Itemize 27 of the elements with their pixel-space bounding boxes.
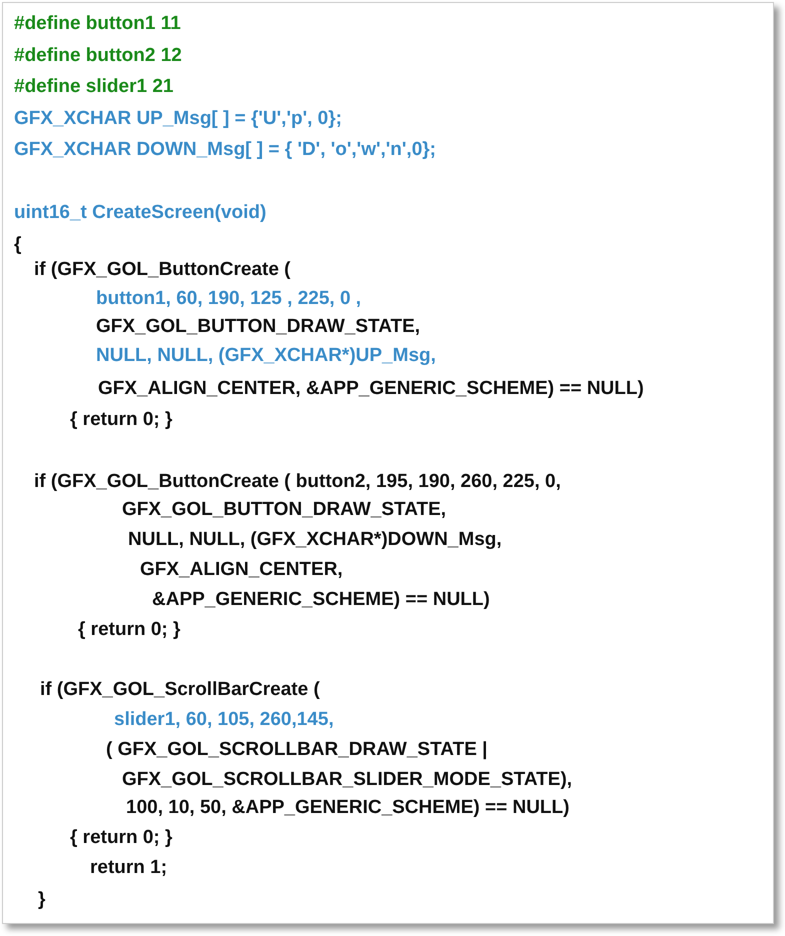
code-line: GFX_XCHAR UP_Msg[ ] = {'U','p', 0}; [14, 107, 342, 131]
code-line: #define button1 11 [14, 12, 181, 36]
code-line: return 1; [90, 856, 168, 880]
code-line: 100, 10, 50, &APP_GENERIC_SCHEME) == NULL) [126, 796, 570, 820]
code-line: ( GFX_GOL_SCROLLBAR_DRAW_STATE | [106, 738, 488, 762]
code-line: GFX_GOL_BUTTON_DRAW_STATE, [96, 315, 420, 339]
code-line: button1, 60, 190, 125 , 225, 0 , [96, 287, 362, 311]
code-line: NULL, NULL, (GFX_XCHAR*)DOWN_Msg, [128, 528, 502, 552]
code-line: if (GFX_GOL_ButtonCreate ( button2, 195, 190, 260, 225, 0, [34, 470, 561, 494]
code-line: if (GFX_GOL_ScrollBarCreate ( [40, 678, 320, 702]
code-line: if (GFX_GOL_ButtonCreate ( [34, 258, 291, 282]
code-line: slider1, 60, 105, 260,145, [114, 708, 334, 732]
code-line: GFX_ALIGN_CENTER, &APP_GENERIC_SCHEME) == NULL) [98, 377, 644, 401]
code-line: GFX_GOL_BUTTON_DRAW_STATE, [122, 498, 446, 522]
code-line: { [14, 233, 22, 257]
code-line: &APP_GENERIC_SCHEME) == NULL) [152, 588, 490, 612]
code-line: { return 0; } [70, 408, 172, 432]
code-line: { return 0; } [70, 826, 172, 850]
code-line: NULL, NULL, (GFX_XCHAR*)UP_Msg, [96, 344, 436, 368]
code-line: } [38, 888, 46, 912]
code-line: { return 0; } [78, 618, 180, 642]
code-line: GFX_GOL_SCROLLBAR_SLIDER_MODE_STATE), [122, 768, 572, 792]
code-line: #define slider1 21 [14, 75, 174, 99]
code-line: uint16_t CreateScreen(void) [14, 201, 266, 225]
code-line: GFX_XCHAR DOWN_Msg[ ] = { 'D', 'o','w','n',0}; [14, 138, 436, 162]
code-line: #define button2 12 [14, 44, 182, 68]
code-line: GFX_ALIGN_CENTER, [140, 558, 343, 582]
